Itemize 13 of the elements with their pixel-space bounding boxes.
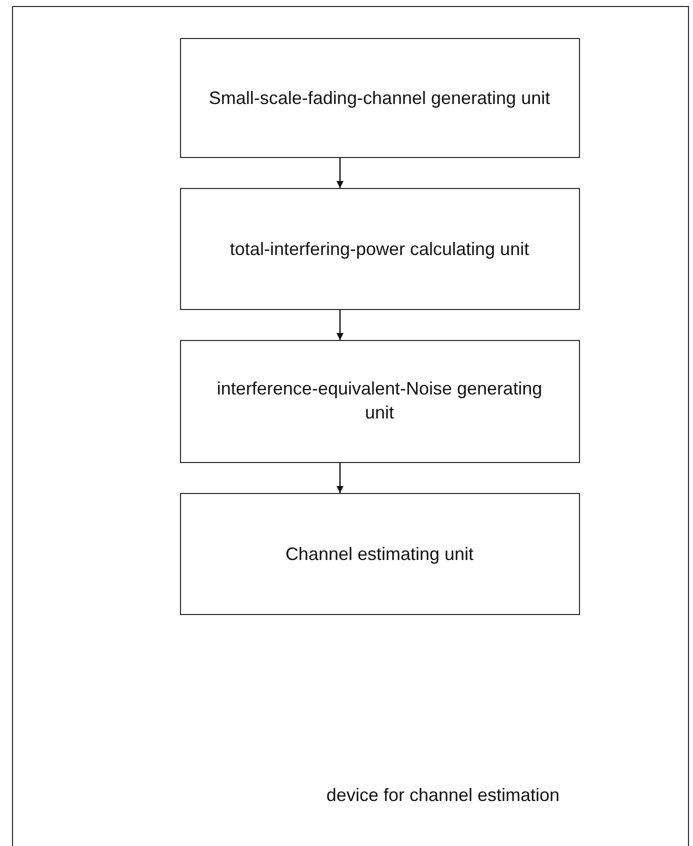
container-box: [12, 6, 689, 846]
unit-label: interference-equivalent-Noise generating unit: [216, 378, 544, 425]
unit-label: Channel estimating unit: [284, 542, 475, 566]
unit-label: total-interfering-power calculating unit: [228, 237, 530, 261]
arrow: [336, 463, 344, 493]
arrow: [336, 310, 344, 340]
unit-label: Small-scale-fading-channel generating unit: [208, 86, 552, 110]
unit-box: [180, 492, 580, 614]
unit-box: [180, 340, 580, 462]
container-title: device for channel estimation: [325, 784, 561, 807]
unit-box: [180, 38, 580, 158]
unit-box: [180, 188, 580, 310]
arrow: [336, 158, 344, 188]
